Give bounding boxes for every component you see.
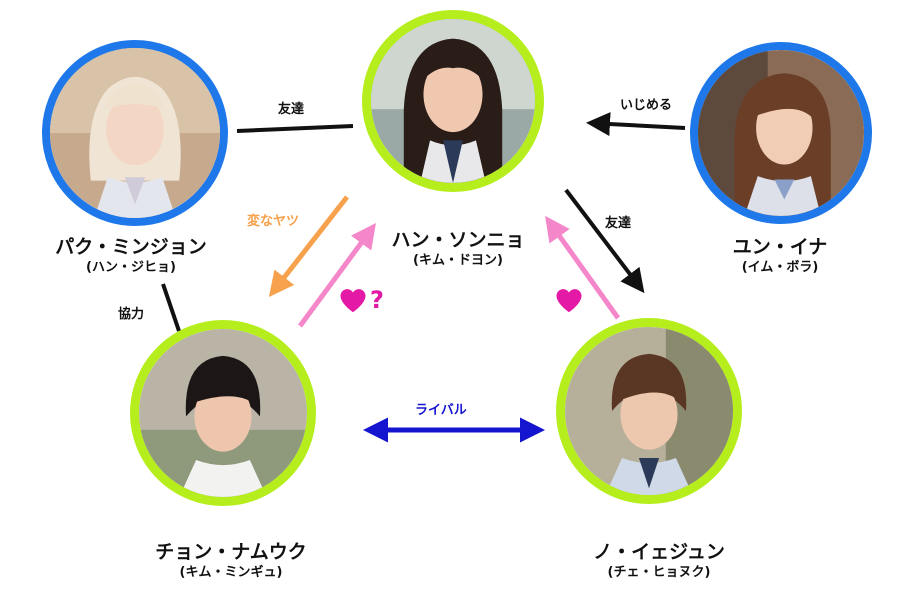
arrow-han-no: [564, 188, 645, 294]
relation-yun-han: いじめる: [620, 98, 673, 113]
actor-name: (ハン・ジヒョ): [86, 260, 176, 275]
portrait-park: [42, 40, 228, 226]
portrait-yun: [690, 42, 872, 224]
jeong-photo: [139, 329, 307, 497]
name-jeong: チョン・ナムウク (キム・ミンギュ): [155, 540, 306, 582]
relation-park-han: 友達: [278, 102, 305, 117]
name-park: パク・ミンジョン (ハン・ジヒョ): [55, 235, 207, 277]
yun-photo: [698, 50, 864, 216]
name-han: ハン・ソンニョ (キム・ドヨン): [391, 228, 524, 270]
actor-name: (チェ・ヒョヌク): [607, 565, 711, 580]
arrow-jeong-han: [297, 222, 376, 328]
relation-rivals: ライバル: [415, 403, 467, 418]
relation-han-no: 友達: [605, 216, 632, 231]
character-name: ユン・イナ: [732, 236, 828, 258]
portrait-jeong: [130, 320, 316, 506]
name-yun: ユン・イナ (イム・ボラ): [733, 235, 828, 277]
character-name: チョン・ナムウク: [155, 541, 307, 563]
arrow-han-jeong: [268, 195, 349, 297]
heart-icon: [556, 289, 582, 313]
actor-name: (キム・ドヨン): [413, 253, 503, 268]
actor-name: (イム・ボラ): [741, 260, 819, 275]
character-name: パク・ミンジョン: [55, 236, 207, 258]
line-park-han: [236, 124, 354, 133]
line-park-jeong: [161, 283, 181, 332]
portrait-han: [362, 10, 544, 192]
name-no: ノ・イェジュン (チェ・ヒョヌク): [593, 540, 725, 582]
actor-name: (キム・ミンギュ): [179, 565, 283, 580]
question-mark: ?: [370, 286, 384, 314]
arrow-yun-han: [586, 112, 686, 137]
heart-icon: [340, 289, 366, 313]
no-photo: [565, 327, 733, 495]
relation-park-jeong: 協力: [118, 307, 145, 322]
relation-han-jeong: 変なヤツ: [247, 214, 300, 229]
arrow-no-han: [545, 215, 621, 320]
portrait-no: [556, 318, 742, 504]
character-name: ハン・ソンニョ: [391, 229, 525, 251]
han-photo: [371, 19, 535, 183]
park-photo: [50, 48, 220, 218]
character-name: ノ・イェジュン: [593, 541, 725, 563]
